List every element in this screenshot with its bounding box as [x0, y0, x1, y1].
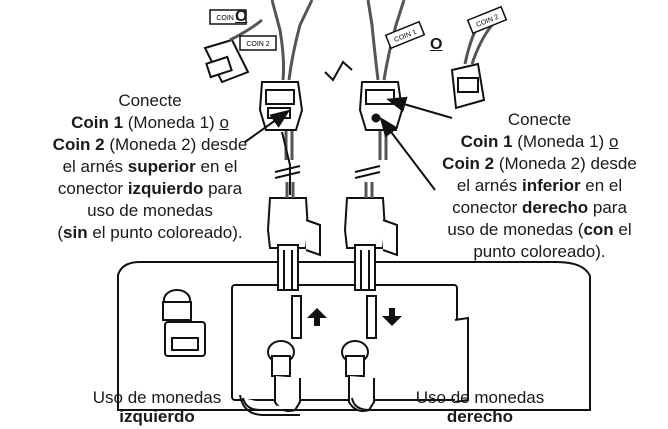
or-label-right: O: [430, 36, 443, 53]
harness-wires-right: [364, 0, 406, 198]
svg-text:COIN 1: COIN 1: [216, 15, 239, 22]
right-coin-usage-label: Uso de monedas derecho: [415, 388, 545, 426]
coin-tag-right-2: COIN 2: [466, 5, 508, 35]
plug-top-right: [450, 24, 494, 110]
coin-tag-left-1: COIN 1: [209, 9, 247, 25]
coin-coupler-left: [266, 197, 321, 291]
coin-knob-left: [239, 340, 301, 416]
coin-slots: [291, 295, 402, 339]
wire-break-symbols: [274, 165, 381, 179]
coin-knob-right: [341, 340, 390, 412]
coin-coupler-right: [343, 197, 398, 291]
arrow-down-icon: [382, 308, 402, 326]
callout-arrows: [244, 96, 453, 195]
coin-tag-left-2: COIN 2: [239, 35, 277, 51]
cut-wire-zigzag: [324, 60, 353, 82]
harness-connector-right: [358, 81, 404, 131]
coin-tag-right-1: COIN 1: [384, 20, 426, 50]
svg-text:COIN 2: COIN 2: [246, 41, 269, 48]
or-label-left: O: [235, 8, 248, 25]
colored-dot: [371, 113, 381, 123]
plug-top-left: [203, 18, 263, 84]
left-connector-instructions: Conecte Coin 1 (Moneda 1) o Coin 2 (Mone…: [52, 91, 248, 242]
arrow-up-icon: [307, 308, 327, 326]
right-connector-instructions: Conecte Coin 1 (Moneda 1) o Coin 2 (Mone…: [442, 110, 637, 261]
left-coin-usage-label: Uso de monedas izquierdo: [92, 388, 222, 426]
coin-return-button: [162, 289, 206, 357]
